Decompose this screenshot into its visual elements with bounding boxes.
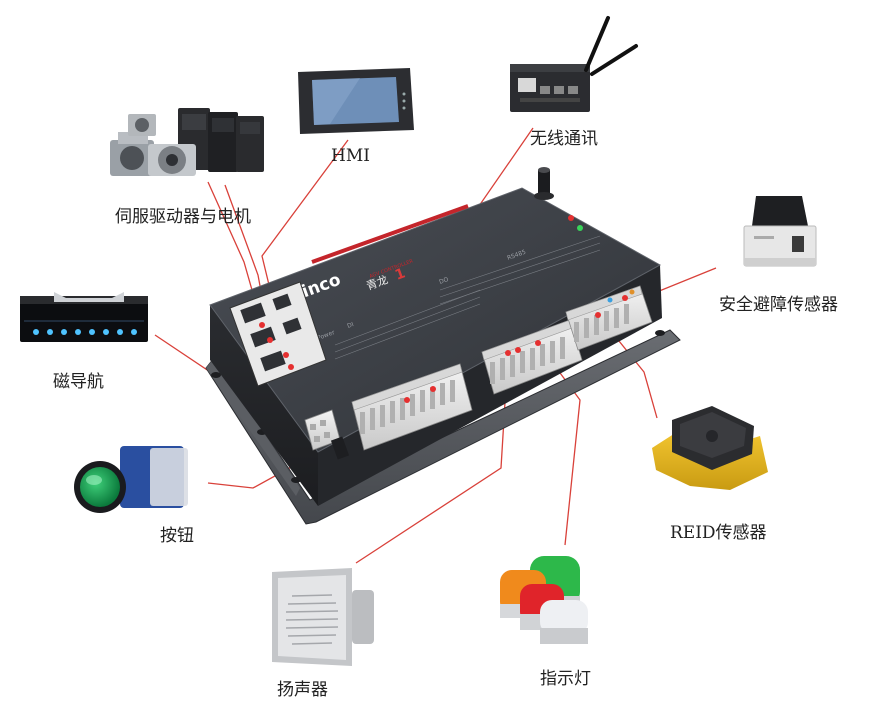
status-led-green — [577, 225, 583, 231]
status-led-red — [568, 215, 574, 221]
label-speaker: 扬声器 — [277, 680, 328, 700]
label-hmi: HMI — [331, 146, 370, 166]
terminal-rs485 — [565, 285, 653, 351]
silkscreen — [334, 235, 601, 360]
antenna-knob — [538, 170, 550, 196]
agv-controller: Kinco 青龙 1 AGV CONTROLLER Power DI DO RS… — [205, 167, 681, 525]
antenna-icon — [590, 44, 638, 76]
wireless-router-image — [510, 16, 638, 112]
label-magnetic: 磁导航 — [53, 372, 104, 392]
port-panel — [229, 281, 327, 387]
speaker-image — [272, 568, 374, 666]
push-button-image — [74, 446, 188, 513]
label-wireless: 无线通讯 — [530, 129, 598, 149]
silk-di: DI — [346, 321, 355, 330]
silk-do: DO — [438, 276, 449, 286]
label-rfid: REID传感器 — [670, 523, 767, 543]
label-safety: 安全避障传感器 — [719, 295, 838, 315]
mount-hole — [655, 330, 665, 336]
safety-scanner-image — [743, 196, 817, 267]
terminal-do — [481, 319, 583, 395]
label-servo: 伺服驱动器与电机 — [115, 207, 251, 227]
terminal-di — [351, 363, 473, 451]
antenna-icon — [584, 16, 610, 72]
label-lamp: 指示灯 — [540, 669, 591, 689]
rfid-sensor-image — [652, 406, 768, 490]
hmi-image — [298, 68, 414, 134]
red-stripe — [311, 204, 469, 264]
mount-hole — [211, 372, 221, 378]
terminal-power — [304, 409, 341, 451]
magnetic-navigation-image — [20, 292, 148, 342]
signal-lamp-image — [500, 556, 588, 644]
side-connector — [330, 436, 350, 460]
servo-drive-and-motor-image — [110, 108, 264, 176]
controller-front-face — [210, 305, 318, 506]
label-button: 按钮 — [160, 526, 194, 546]
